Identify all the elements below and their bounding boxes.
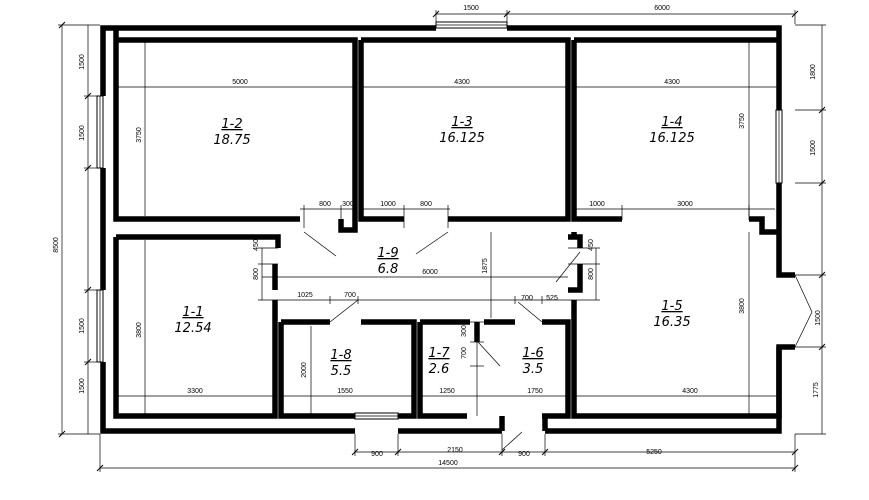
dim-r18-width: 1550 (337, 388, 353, 395)
window-left-upper (96, 95, 104, 169)
room-area: 16.125 (439, 131, 485, 146)
dim-r11-width: 3300 (187, 388, 203, 395)
door-swings (303, 231, 813, 451)
room-1-2: 1-2 18.75 (213, 117, 250, 148)
dim-300-b: 300 (461, 325, 468, 337)
room-1-1: 1-1 12.54 (174, 305, 211, 336)
dimension-lines (58, 10, 826, 472)
dim-left-2: 1500 (79, 125, 86, 141)
room-name: 1-6 (522, 346, 543, 361)
room-1-9: 1-9 6.8 (377, 246, 398, 277)
dimension-ticks (58, 10, 826, 472)
dim-800-b: 800 (420, 201, 432, 208)
dim-700-a: 700 (344, 292, 356, 299)
dim-hall-6000: 6000 (422, 269, 438, 276)
dim-bottom-5250: 5250 (646, 449, 662, 456)
window-top (435, 21, 508, 29)
dimension-labels: 1500 6000 8500 1500 1500 1500 1500 1800 … (53, 5, 822, 467)
room-name: 1-4 (661, 115, 682, 130)
dim-bottom-900-a: 900 (371, 451, 383, 458)
dim-525: 525 (546, 295, 558, 302)
dim-left-1: 1500 (79, 54, 86, 70)
room-area: 5.5 (331, 364, 352, 379)
dim-700-b: 700 (521, 295, 533, 302)
dim-r11-depth: 3800 (136, 322, 143, 338)
dim-top-right: 6000 (654, 5, 670, 12)
window-left-lower (96, 289, 104, 363)
room-name: 1-8 (330, 348, 351, 363)
dim-1025: 1025 (297, 292, 313, 299)
dim-r16-width: 1750 (527, 388, 543, 395)
room-name: 1-9 (377, 246, 398, 261)
dim-1000-b: 1000 (589, 201, 605, 208)
dim-r14-width: 4300 (664, 79, 680, 86)
dim-r18-depth: 2000 (301, 362, 308, 378)
dim-3000: 3000 (677, 201, 693, 208)
dim-r15-depth: 3800 (739, 298, 746, 314)
dim-450-a: 450 (253, 239, 260, 251)
dim-1875: 1875 (482, 258, 489, 274)
room-area: 18.75 (213, 133, 250, 148)
room-1-8: 1-8 5.5 (330, 348, 351, 379)
window-right (775, 109, 783, 184)
dim-left-3: 1500 (79, 318, 86, 334)
dim-right-1: 1800 (810, 64, 817, 80)
dim-1000-a: 1000 (380, 201, 396, 208)
room-1-4: 1-4 16.125 (649, 115, 695, 146)
dim-800-c: 800 (253, 268, 260, 280)
dim-300: 300 (342, 201, 354, 208)
dim-right-2: 1500 (810, 140, 817, 156)
dim-top-window: 1500 (463, 5, 479, 12)
room-1-3: 1-3 16.125 (439, 115, 485, 146)
dim-r14-depth: 3750 (739, 113, 746, 129)
dim-bottom-overall: 14500 (438, 460, 458, 467)
dim-bottom-2150: 2150 (447, 447, 463, 454)
room-area: 16.125 (649, 131, 695, 146)
room-name: 1-3 (451, 115, 472, 130)
dim-bottom-900-b: 900 (518, 451, 530, 458)
dim-700-c: 700 (461, 347, 468, 359)
room-area: 3.5 (523, 362, 544, 377)
room-name: 1-5 (661, 299, 682, 314)
dim-r13-width: 4300 (454, 79, 470, 86)
room-name: 1-1 (182, 305, 203, 320)
room-name: 1-2 (221, 117, 242, 132)
dim-r12-depth: 3750 (136, 127, 143, 143)
dim-right-3: 1500 (815, 310, 822, 326)
room-1-6: 1-6 3.5 (522, 346, 543, 377)
dim-800-d: 800 (588, 268, 595, 280)
dim-800-a: 800 (319, 201, 331, 208)
room-1-5: 1-5 16.35 (653, 299, 690, 330)
dim-left-4: 1500 (79, 378, 86, 394)
dim-r15-width: 4300 (682, 388, 698, 395)
room-area: 16.35 (653, 315, 690, 330)
window-bottom (354, 412, 399, 420)
dim-r12-width: 5000 (232, 79, 248, 86)
dim-left-overall: 8500 (53, 237, 60, 253)
room-area: 2.6 (429, 362, 450, 377)
room-1-7: 1-7 2.6 (428, 346, 450, 377)
room-area: 6.8 (378, 262, 399, 277)
walls (100, 25, 795, 434)
dim-450-b: 450 (588, 239, 595, 251)
room-name: 1-7 (428, 346, 450, 361)
dim-right-4: 1775 (813, 382, 820, 398)
windows (96, 21, 783, 420)
dim-r17-width: 1250 (439, 388, 455, 395)
room-area: 12.54 (174, 321, 211, 336)
